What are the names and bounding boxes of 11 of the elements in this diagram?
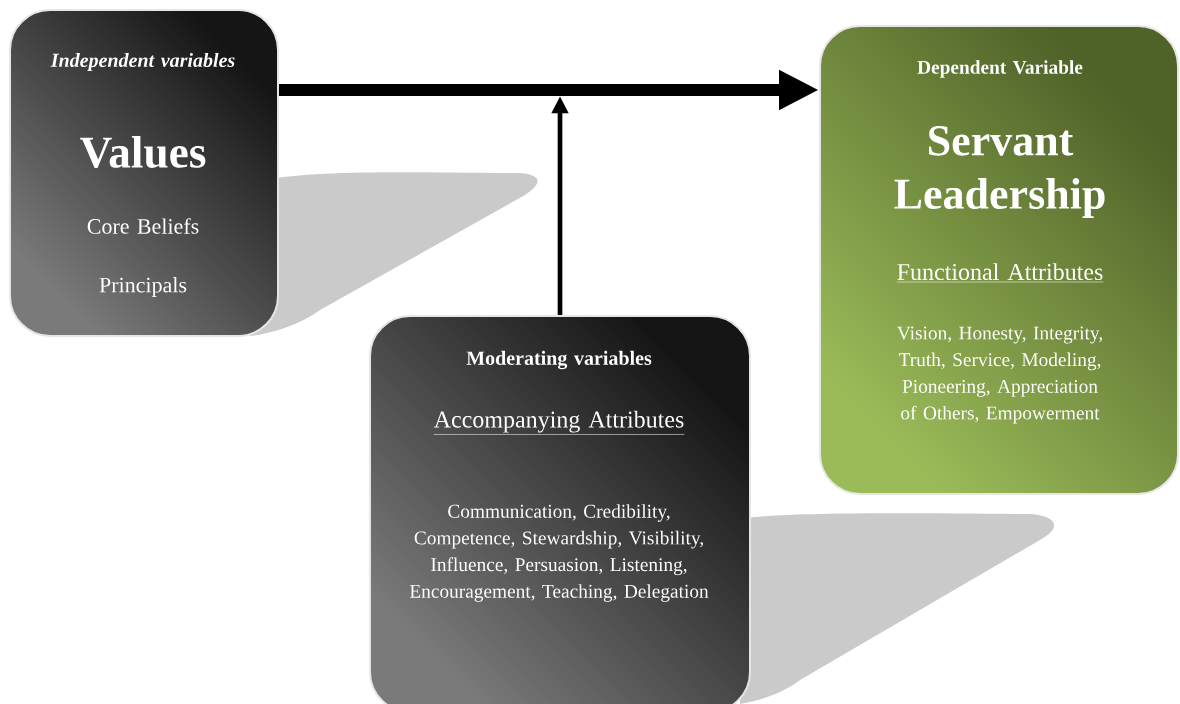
box-text: Core Beliefs xyxy=(87,218,199,234)
box-heading: Dependent Variable xyxy=(917,60,1083,78)
box-title: Values xyxy=(80,135,206,169)
box-subheading: Functional Attributes xyxy=(896,263,1104,283)
box-text: Principals xyxy=(99,277,187,297)
box-text: Communication, Credibility, Competence, Stewardship, Visibility, Influence, Persuasion, Listening, Encouragement, Teaching, Delegation xyxy=(409,504,709,602)
box-heading: Independent variables xyxy=(50,52,235,72)
box-text: Vision, Honesty, Integrity, Truth, Service, Modeling, Pioneering, Appreciation of Others, Empowerment xyxy=(897,326,1102,424)
box-subheading: Accompanying Attributes xyxy=(433,410,685,435)
box-title: Servant Leadership xyxy=(894,126,1105,218)
box-heading: Moderating variables xyxy=(466,350,652,370)
